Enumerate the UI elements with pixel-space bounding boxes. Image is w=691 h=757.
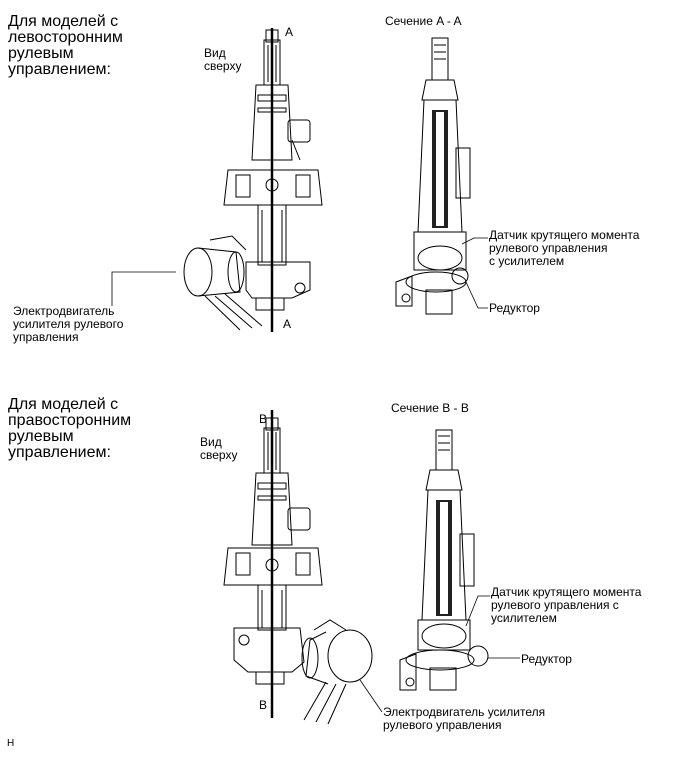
- bottom-reducer-label: Редуктор: [521, 652, 572, 666]
- bottom-motor-label: Электродвигатель усилителя рулевого упра…: [383, 705, 546, 732]
- bottom-view-label: Вид сверху: [200, 435, 238, 462]
- top-section-marker-bottom: A: [283, 317, 292, 331]
- top-view-label: Вид сверху: [204, 46, 242, 73]
- top-section-marker-top: A: [285, 25, 294, 39]
- top-section-view: [395, 37, 488, 315]
- top-reducer-label: Редуктор: [489, 301, 540, 315]
- bottom-steering-column-top-view: [223, 410, 383, 725]
- bottom-section-title: Сечение B - B: [391, 401, 469, 415]
- bottom-section-marker-bottom: B: [259, 698, 268, 712]
- bottom-sensor-label: Датчик крутящего момента рулевого управл…: [491, 585, 642, 625]
- figure-code: H: [7, 738, 15, 749]
- top-section-title: Сечение A - A: [385, 14, 462, 28]
- top-sensor-label: Датчик крутящего момента рулевого управл…: [489, 228, 640, 268]
- bottom-section-marker-top: B: [259, 412, 268, 426]
- top-motor-label: Электродвигатель усилителя рулевого упра…: [13, 304, 124, 344]
- top-heading: Для моделей с левосторонним рулевым упра…: [8, 13, 123, 78]
- top-steering-column-top-view: [111, 28, 323, 332]
- bottom-heading: Для моделей с правосторонним рулевым упр…: [8, 396, 132, 461]
- bottom-section-view: [399, 429, 520, 691]
